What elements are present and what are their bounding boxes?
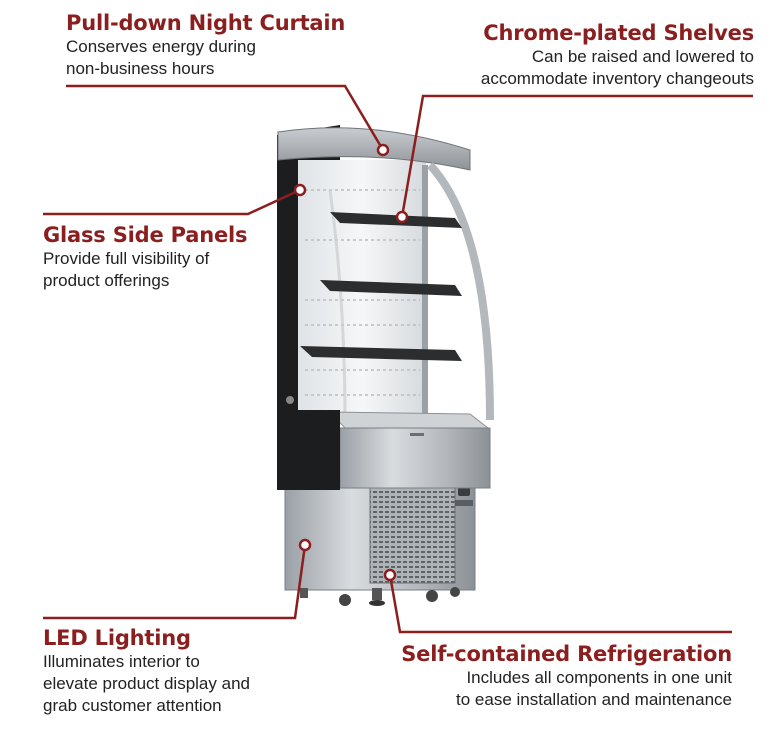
glass-marker-dot (293, 183, 307, 197)
callout-refrigeration: Self-contained Refrigeration Includes al… (401, 641, 732, 711)
callout-desc: Conserves energy during (66, 37, 256, 56)
callout-night-curtain: Pull-down Night Curtain Conserves energy… (66, 10, 345, 80)
callout-desc: to ease installation and maintenance (456, 690, 732, 709)
callout-desc: product offerings (43, 271, 170, 290)
callout-desc: grab customer attention (43, 696, 222, 715)
callout-desc: elevate product display and (43, 674, 250, 693)
callout-desc: Can be raised and lowered to (531, 47, 754, 66)
callout-glass-panels: Glass Side Panels Provide full visibilit… (43, 222, 248, 292)
callout-desc: non-business hours (66, 59, 215, 78)
shelf-marker-dot (395, 210, 409, 224)
callout-title: LED Lighting (43, 626, 191, 650)
callout-desc: accommodate inventory changeouts (480, 69, 754, 88)
callout-title: Pull-down Night Curtain (66, 11, 346, 35)
refrigeration-marker-dot (383, 568, 397, 582)
callout-desc: Illuminates interior to (43, 652, 200, 671)
curtain-marker-dot (376, 143, 390, 157)
callout-title: Chrome-plated Shelves (483, 21, 754, 45)
callout-title: Glass Side Panels (43, 223, 248, 247)
callout-desc: Provide full visibility of (43, 249, 210, 268)
callout-title: Self-contained Refrigeration (401, 642, 732, 666)
callout-leader-lines (43, 84, 753, 634)
callout-desc: Includes all components in one unit (466, 668, 732, 687)
upper-cabinet (277, 125, 494, 490)
callout-led-lighting: LED Lighting Illuminates interior to ele… (43, 625, 250, 717)
led-marker-dot (298, 538, 312, 552)
callout-shelves: Chrome-plated Shelves Can be raised and … (481, 20, 754, 90)
